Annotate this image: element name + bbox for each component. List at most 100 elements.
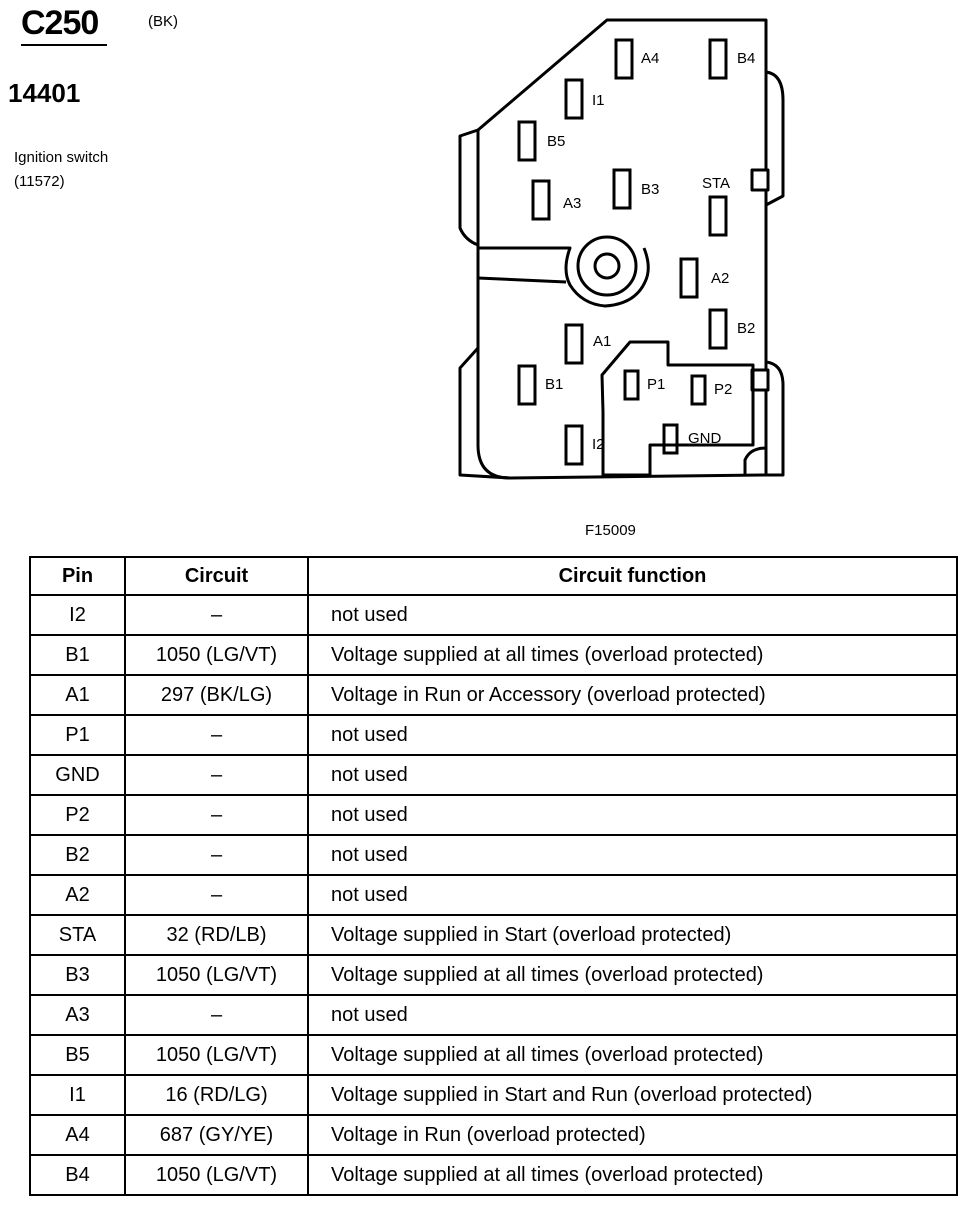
lower-right-corner: [743, 446, 767, 475]
lower-right-lock-tab: [765, 360, 785, 477]
pin-cell: A3: [29, 994, 126, 1036]
pin-cavity-b1: [517, 364, 537, 406]
pin-label-b1: B1: [545, 376, 563, 393]
function-cell: Voltage supplied in Start and Run (overl…: [307, 1074, 958, 1116]
pin-cavity-sta: [708, 195, 728, 237]
pin-cavity-p2: [690, 374, 707, 406]
pin-label-i1: I1: [592, 92, 605, 109]
pin-label-a4: A4: [641, 50, 659, 67]
function-cell: Voltage supplied at all times (overload …: [307, 954, 958, 996]
function-cell: Voltage supplied at all times (overload …: [307, 1034, 958, 1076]
table-header-row: Pin Circuit Circuit function: [29, 556, 958, 596]
function-cell: not used: [307, 714, 958, 756]
circuit-cell: –: [124, 794, 309, 836]
upper-left-lock-tab: [458, 128, 479, 247]
pin-cell: I2: [29, 594, 126, 636]
function-cell: not used: [307, 594, 958, 636]
pin-cavity-gnd: [662, 423, 679, 455]
table-row: I2–not used: [29, 594, 958, 636]
keyway-divider: [478, 246, 650, 308]
function-cell: Voltage supplied in Start (overload prot…: [307, 914, 958, 956]
circuit-cell: 687 (GY/YE): [124, 1114, 309, 1156]
function-cell: Voltage supplied at all times (overload …: [307, 1154, 958, 1196]
pin-cavity-a3: [531, 179, 551, 221]
function-cell: not used: [307, 874, 958, 916]
circuit-cell: –: [124, 994, 309, 1036]
upper-right-lock-tab: [765, 70, 785, 207]
column-header-circuit-function: Circuit function: [307, 556, 958, 596]
pin-cavity-a2: [679, 257, 699, 299]
pin-label-gnd: GND: [688, 430, 722, 447]
pin-label-b4: B4: [737, 50, 755, 67]
circuit-cell: 16 (RD/LG): [124, 1074, 309, 1116]
column-header-circuit: Circuit: [124, 556, 309, 596]
function-cell: Voltage in Run (overload protected): [307, 1114, 958, 1156]
figure-id: F15009: [585, 522, 636, 539]
function-cell: not used: [307, 754, 958, 796]
upper-right-notch: [750, 168, 770, 192]
pin-cavity-i1: [564, 78, 584, 120]
table-row: A2–not used: [29, 874, 958, 916]
inner-key-region: [600, 340, 755, 477]
circuit-cell: 1050 (LG/VT): [124, 1154, 309, 1196]
component-code: (11572): [14, 173, 65, 190]
pin-cell: GND: [29, 754, 126, 796]
pin-label-i2: I2: [592, 436, 605, 453]
pin-cell: P2: [29, 794, 126, 836]
pin-table: Pin Circuit Circuit function I2–not used…: [29, 556, 958, 1196]
pin-label-b5: B5: [547, 133, 565, 150]
table-row: P2–not used: [29, 794, 958, 836]
table-row: P1–not used: [29, 714, 958, 756]
pin-cell: B2: [29, 834, 126, 876]
circuit-cell: 297 (BK/LG): [124, 674, 309, 716]
circuit-cell: –: [124, 874, 309, 916]
pin-cavity-p1: [623, 369, 640, 401]
circuit-cell: –: [124, 754, 309, 796]
circuit-cell: 1050 (LG/VT): [124, 1034, 309, 1076]
pin-cell: P1: [29, 714, 126, 756]
pin-label-a1: A1: [593, 333, 611, 350]
function-cell: Voltage supplied at all times (overload …: [307, 634, 958, 676]
function-cell: not used: [307, 994, 958, 1036]
table-row: GND–not used: [29, 754, 958, 796]
circuit-cell: –: [124, 714, 309, 756]
connector-id: C250: [21, 4, 99, 42]
connector-id-underline: [21, 44, 107, 46]
pin-cavity-a4: [614, 38, 634, 80]
component-name: Ignition switch: [14, 149, 109, 166]
pin-cell: I1: [29, 1074, 126, 1116]
connector-face-diagram: A4 B4 I1 B5 A3 B3 STA A2 B2 A1 B1 P1 P2 …: [458, 18, 785, 480]
circuit-cell: –: [124, 834, 309, 876]
pin-cell: A1: [29, 674, 126, 716]
pin-cavity-b2: [708, 308, 728, 350]
pin-label-p1: P1: [647, 376, 665, 393]
lower-left-lock-tab: [458, 346, 511, 480]
pin-cavity-i2: [564, 424, 584, 466]
connector-color: (BK): [148, 13, 178, 30]
pin-cell: STA: [29, 914, 126, 956]
pin-cavity-b3: [612, 168, 632, 210]
connector-body-outline: [476, 18, 768, 480]
pin-cell: A2: [29, 874, 126, 916]
circuit-cell: 32 (RD/LB): [124, 914, 309, 956]
function-cell: not used: [307, 834, 958, 876]
circuit-cell: 1050 (LG/VT): [124, 954, 309, 996]
function-cell: not used: [307, 794, 958, 836]
pin-label-a3: A3: [563, 195, 581, 212]
pin-label-b2: B2: [737, 320, 755, 337]
pin-cell: B1: [29, 634, 126, 676]
pin-label-a2: A2: [711, 270, 729, 287]
pin-cavity-b4: [708, 38, 728, 80]
pin-cavity-b5: [517, 120, 537, 162]
pin-label-p2: P2: [714, 381, 732, 398]
pin-cell: B3: [29, 954, 126, 996]
center-key-inner: [593, 252, 621, 280]
table-row: A3–not used: [29, 994, 958, 1036]
